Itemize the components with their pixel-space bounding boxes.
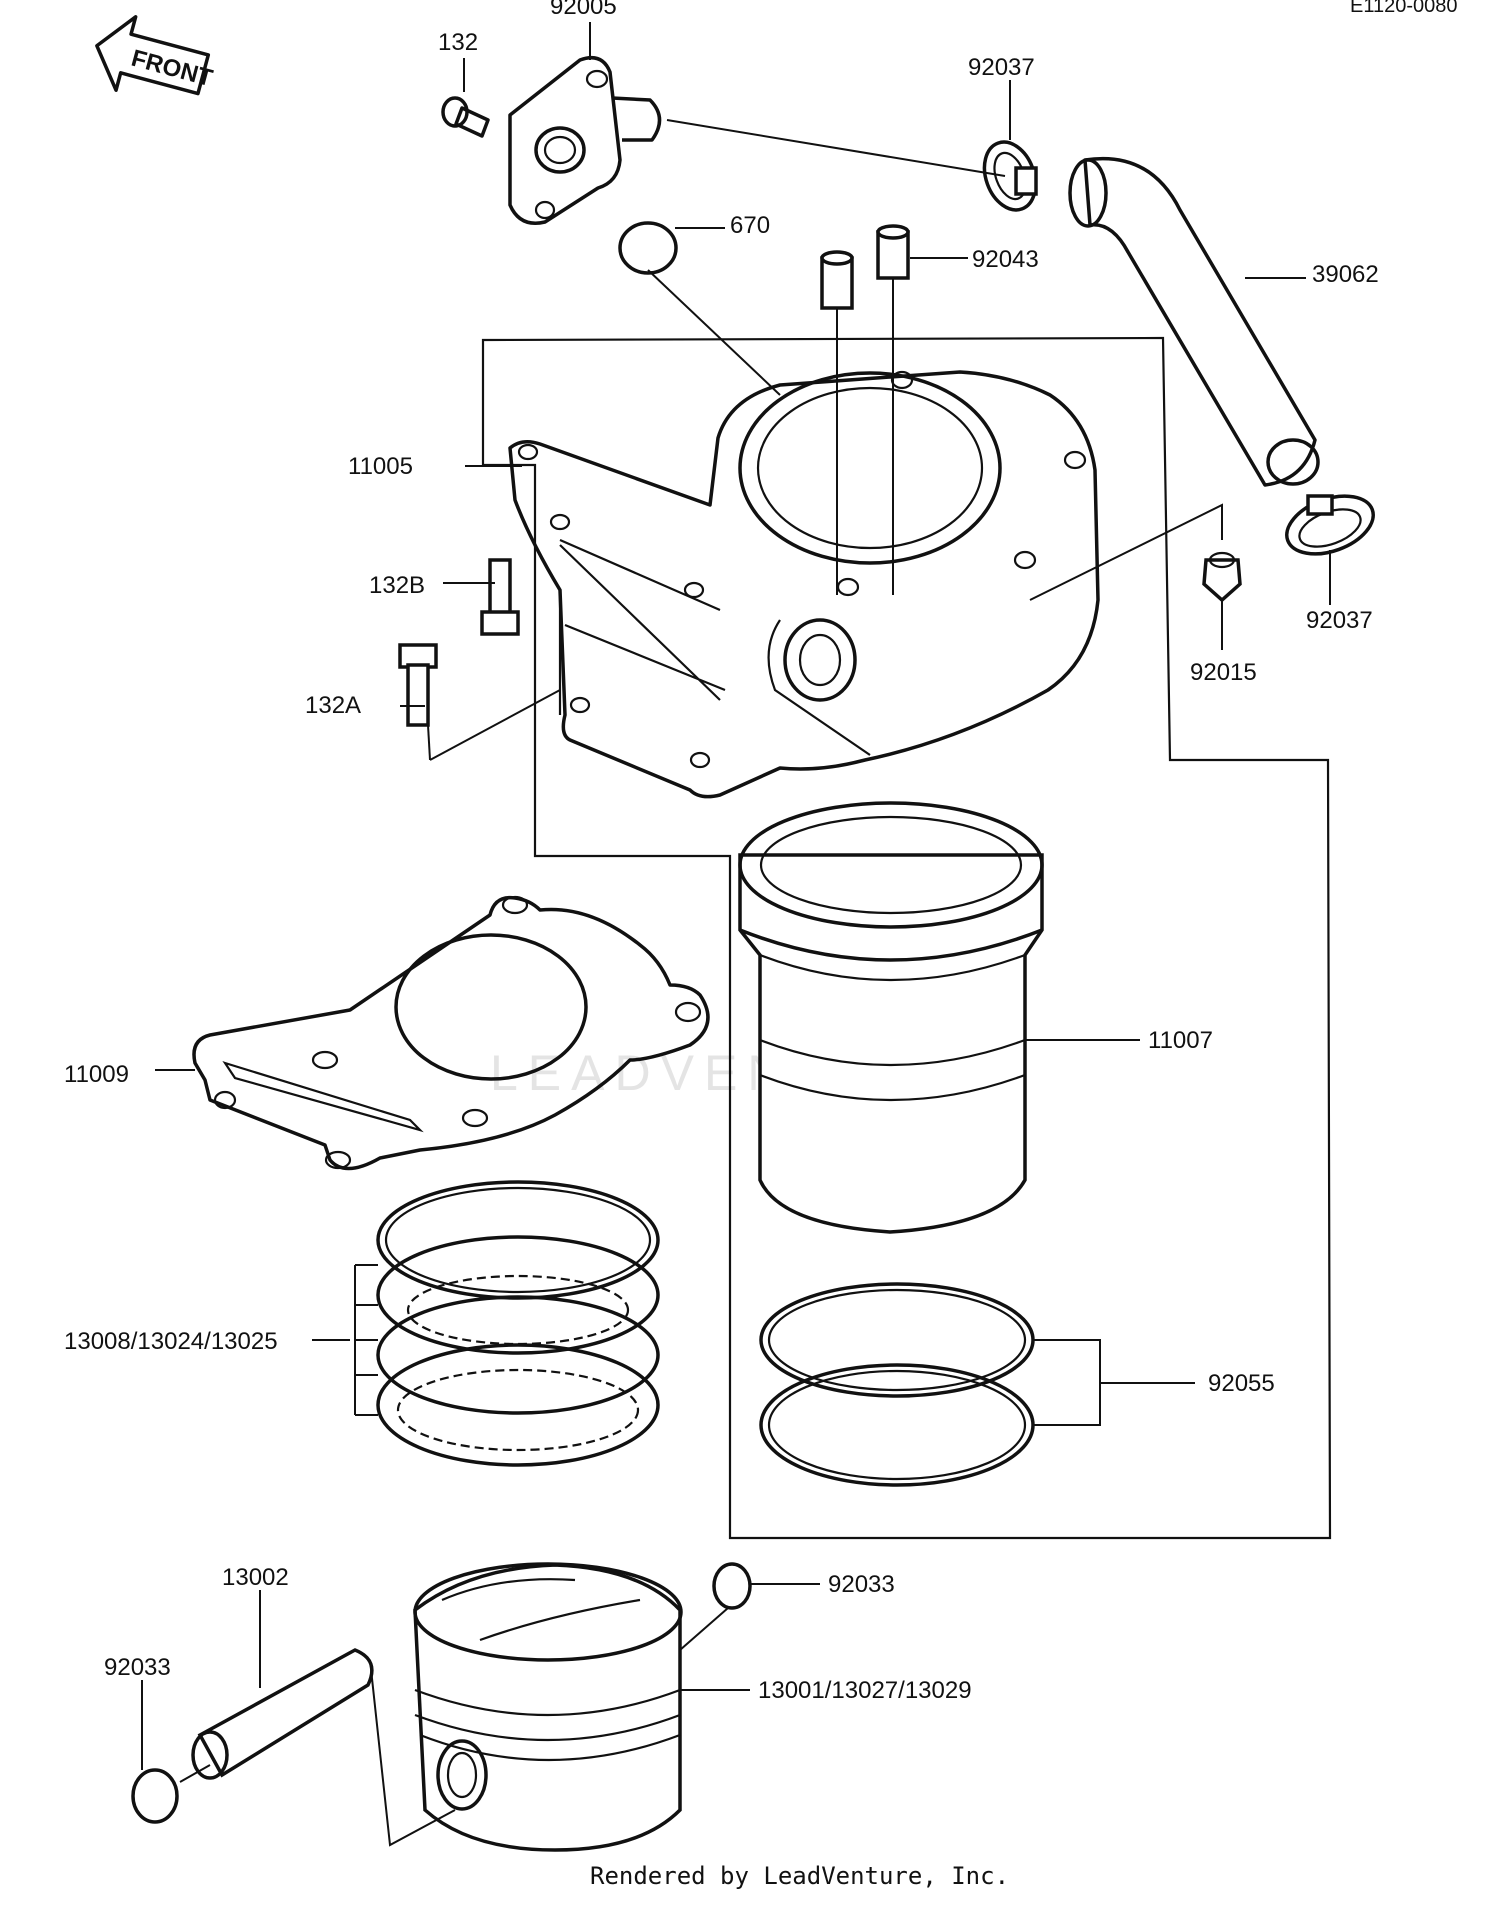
label-92055: 92055 — [1208, 1370, 1275, 1397]
footer-credit: Rendered by LeadVenture, Inc. — [590, 1862, 1009, 1890]
piston-pin-13002 — [191, 1648, 374, 1780]
label-11009: 11009 — [64, 1061, 129, 1088]
piston-13001 — [413, 1562, 683, 1852]
bolt-132 — [441, 96, 490, 138]
label-11005: 11005 — [348, 453, 413, 480]
front-arrow-icon: FRONT — [95, 15, 216, 96]
label-39062: 39062 — [1312, 261, 1379, 288]
label-132: 132 — [438, 29, 478, 56]
ref-code: E1120-0080 — [1350, 0, 1458, 17]
label-92033-left: 92033 — [104, 1654, 171, 1681]
nut-92015 — [1202, 551, 1242, 603]
water-fitting-92005 — [508, 56, 662, 225]
bolt-132A — [398, 643, 438, 727]
label-92015: 92015 — [1190, 659, 1257, 686]
label-13008-13024-13025: 13008/13024/13025 — [64, 1328, 278, 1355]
bolt-132B — [480, 558, 520, 636]
cylinder-block-11005 — [508, 370, 1100, 799]
label-132A: 132A — [305, 692, 361, 719]
hose-39062 — [1068, 156, 1320, 487]
hose-clamp-top-92037 — [982, 140, 1038, 212]
label-132B: 132B — [369, 572, 425, 599]
hose-clamp-bottom-92037 — [1285, 494, 1375, 556]
head-gasket-11009 — [192, 895, 710, 1171]
leader-lines — [141, 22, 1331, 1847]
label-670: 670 — [730, 212, 770, 239]
piston-rings-13008 — [376, 1180, 660, 1467]
label-13001-13027-13029: 13001/13027/13029 — [758, 1677, 972, 1704]
label-92037-bottom: 92037 — [1306, 607, 1373, 634]
label-13002: 13002 — [222, 1564, 289, 1591]
label-92005: 92005 — [550, 0, 617, 20]
label-92037-top: 92037 — [968, 54, 1035, 81]
label-92033-right: 92033 — [828, 1571, 895, 1598]
piston-ring-set-92055 — [759, 1282, 1035, 1487]
circlip-92033-left — [131, 1768, 179, 1824]
dowel-pins-92043 — [820, 224, 910, 310]
label-11007: 11007 — [1148, 1027, 1213, 1054]
cylinder-sleeve-11007 — [738, 801, 1044, 1234]
circlip-92033-right — [712, 1562, 752, 1610]
o-ring-670 — [618, 221, 678, 275]
label-92043: 92043 — [972, 246, 1039, 273]
